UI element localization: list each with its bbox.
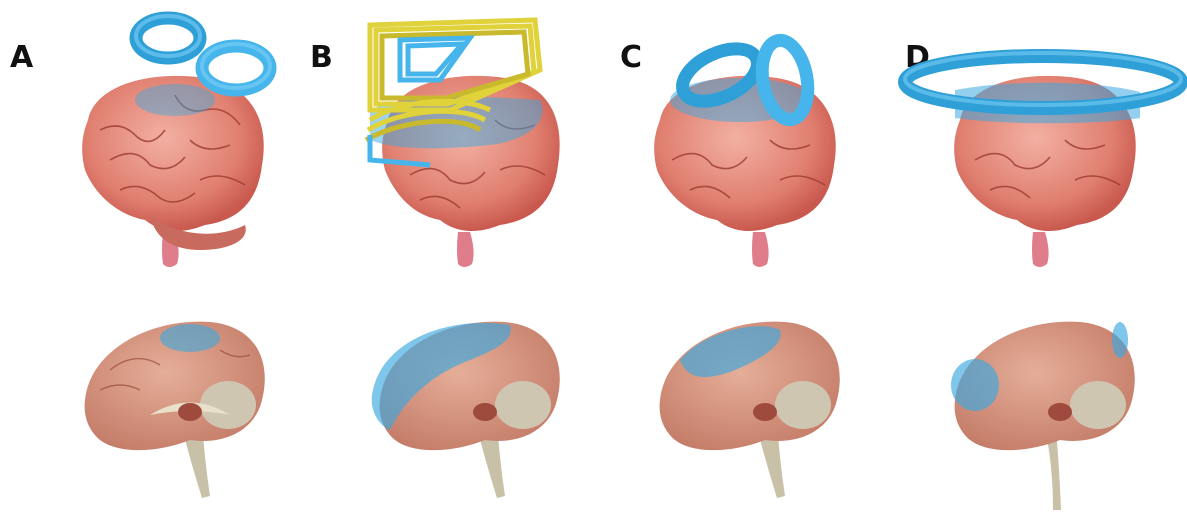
panel-c-illustration xyxy=(610,0,900,513)
medial-brain-d xyxy=(951,322,1135,510)
cerebellum-a xyxy=(200,381,256,429)
panel-a: A xyxy=(0,0,290,513)
panel-d-illustration xyxy=(895,0,1185,513)
medial-brain-c xyxy=(660,322,840,498)
panel-d: D xyxy=(895,0,1185,513)
stimulation-field-d-medial-back xyxy=(1112,322,1128,358)
panel-b-illustration xyxy=(310,0,600,513)
lateral-brain-a xyxy=(82,76,264,267)
panel-a-illustration xyxy=(0,0,290,513)
stimulation-field-a-medial xyxy=(160,324,220,352)
medial-brain-b xyxy=(372,322,560,498)
panel-b: B xyxy=(310,0,600,513)
panel-c: C xyxy=(610,0,900,513)
medial-brain-a xyxy=(85,322,265,498)
stimulation-field-d-medial-front xyxy=(951,359,999,411)
stimulation-field-a-lateral xyxy=(135,84,215,116)
